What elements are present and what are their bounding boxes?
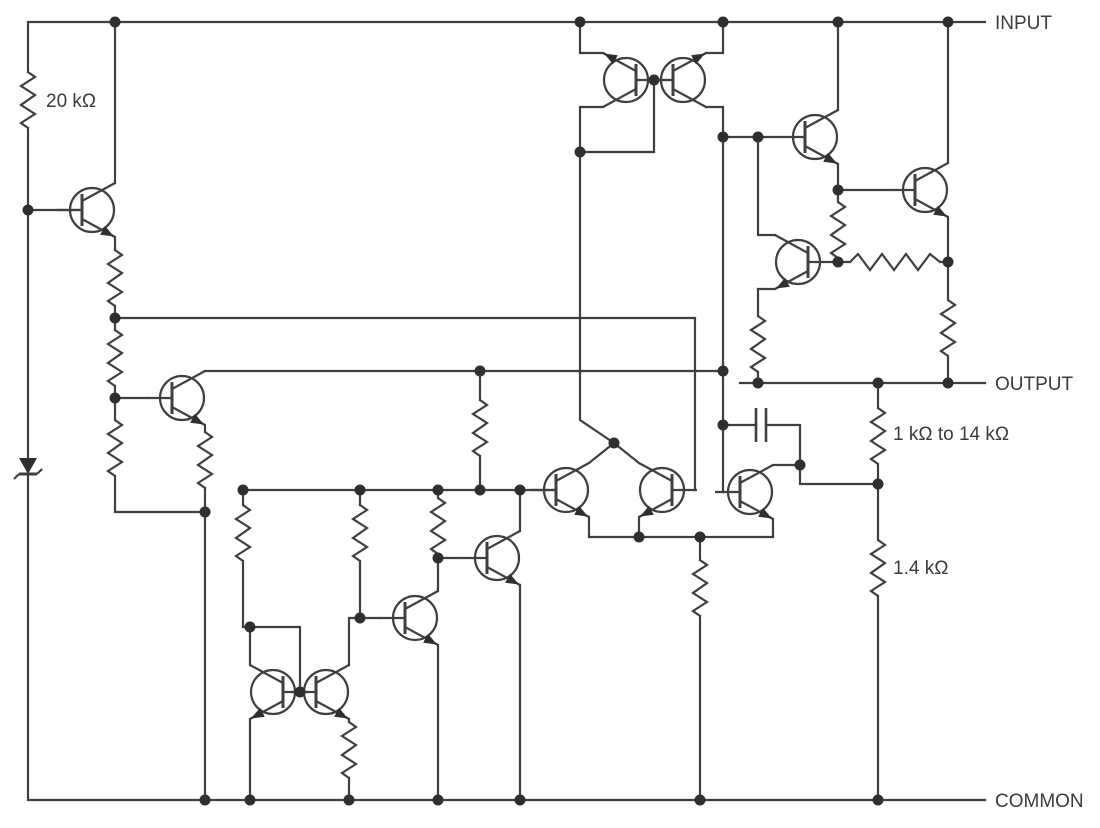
resistor-r10 (471, 398, 489, 458)
input-terminal-label: INPUT (995, 13, 1052, 34)
resistor-r13 (829, 200, 847, 260)
resistor-r5 (196, 430, 214, 490)
resistor-r8 (429, 496, 447, 556)
divider-adjust-label: 1 kΩ to 14 kΩ (893, 424, 1009, 445)
resistor-r14-sense (848, 252, 942, 272)
startup-resistor-20k (19, 70, 37, 130)
transistor-q5-darlington-driver (778, 108, 840, 166)
resistor-r9 (340, 720, 358, 780)
resistor-r7 (351, 503, 369, 563)
compensation-capacitor (754, 408, 768, 442)
resistor-r2 (106, 248, 124, 308)
resistor-r12 (749, 314, 767, 374)
transistor-q13-bias (378, 589, 440, 647)
startup-resistor-label: 20 kΩ (46, 91, 96, 112)
resistor-r11-tail (691, 558, 709, 618)
output-terminal-label: OUTPUT (995, 374, 1074, 395)
transistor-q2-gain (145, 369, 207, 427)
divider-lower-label: 1.4 kΩ (893, 558, 948, 579)
common-terminal-label: COMMON (995, 791, 1084, 812)
resistor-r6 (234, 503, 252, 563)
divider-resistor-adjust (869, 406, 887, 466)
transistor-q1-startup (55, 181, 117, 239)
zener-diode (13, 458, 43, 480)
resistor-r3 (106, 328, 124, 388)
junction-dots (22, 16, 954, 806)
transistor-q8-bandgap-left (529, 461, 591, 519)
transistor-q14-bias (460, 529, 522, 587)
resistor-r4 (106, 418, 124, 478)
resistor-r15 (939, 298, 957, 358)
transistor-q9-bandgap-right (637, 461, 699, 519)
transistor-q7-current-limit (773, 233, 835, 291)
divider-resistor-lower (869, 538, 887, 598)
transistor-q6-output-pass (888, 161, 950, 219)
